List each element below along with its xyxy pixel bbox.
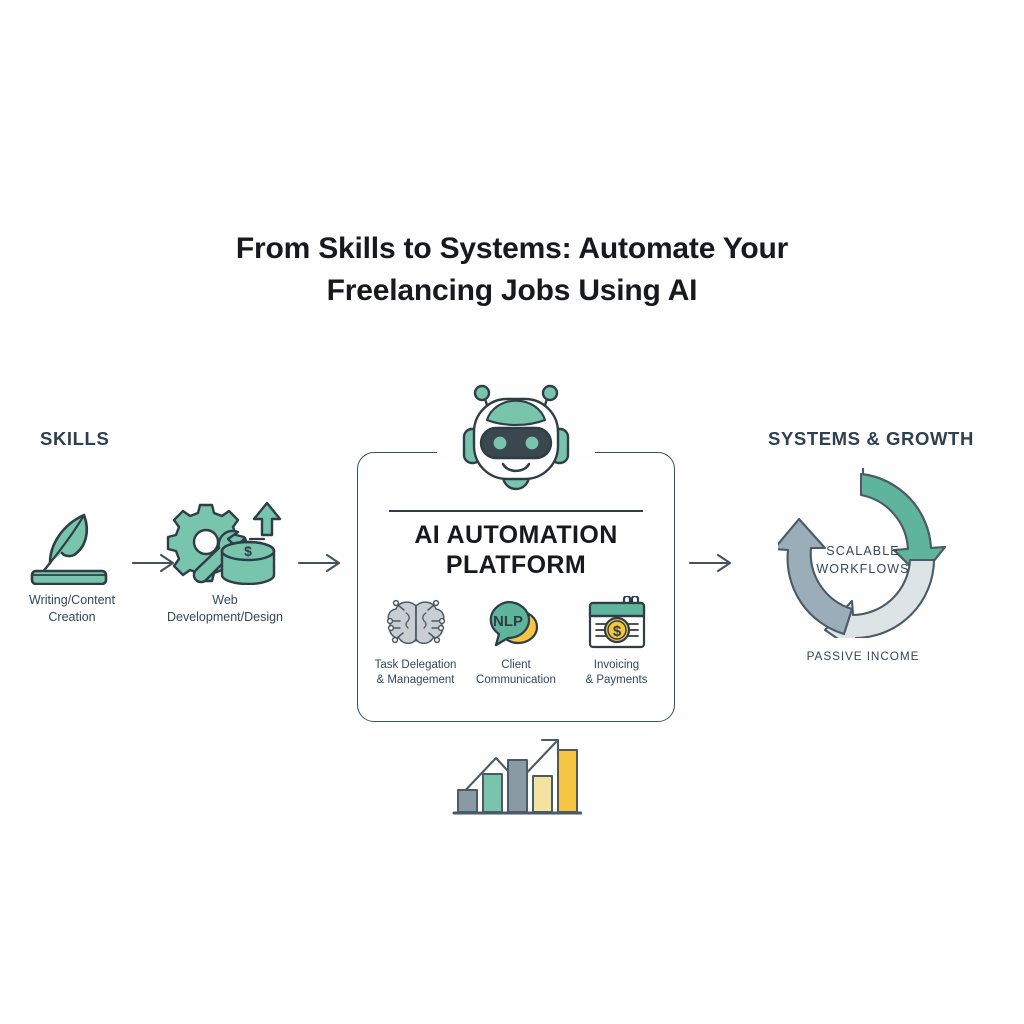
growth-bar-chart xyxy=(452,726,583,823)
feature-client-communication: NLP Client Communication xyxy=(469,596,564,688)
cycle-bottom-label: PASSIVE INCOME xyxy=(806,649,920,663)
card-title-line-2: PLATFORM xyxy=(445,551,587,579)
arrow-webdev-to-platform xyxy=(297,551,347,580)
arrow-skills-to-webdev xyxy=(131,551,181,580)
nlp-speech-bubble-icon: NLP xyxy=(480,596,552,652)
bar-4 xyxy=(532,775,553,813)
gear-wrench-coins-icon: $ xyxy=(150,500,300,585)
growth-section-heading: SYSTEMS & GROWTH xyxy=(768,428,974,449)
platform-feature-row: Task Delegation & Management NLP Client … xyxy=(368,596,664,688)
feature-client-communication-label: Client Communication xyxy=(476,659,556,686)
robot-head-icon xyxy=(437,384,595,501)
skill-item-webdev: $ Web Development/Design xyxy=(150,500,300,626)
card-title: AI AUTOMATION PLATFORM xyxy=(357,520,675,580)
feature-task-delegation: Task Delegation & Management xyxy=(368,596,463,688)
page-title-line-1: From Skills to Systems: Automate Your xyxy=(235,232,789,265)
skills-section-heading: SKILLS xyxy=(40,428,110,449)
card-title-line-1: AI AUTOMATION xyxy=(414,521,618,549)
page-title-line-2: Freelancing Jobs Using AI xyxy=(326,274,698,307)
quill-pen-icon xyxy=(0,500,147,585)
card-divider xyxy=(389,510,643,512)
feature-invoicing-payments: $ Invoicing & Payments xyxy=(569,596,664,688)
skill-item-webdev-label: Web Development/Design xyxy=(166,593,284,624)
ai-platform-card xyxy=(357,452,675,722)
bar-2 xyxy=(482,773,503,813)
bar-1 xyxy=(457,789,478,813)
page-title: From Skills to Systems: Automate Your Fr… xyxy=(0,228,1024,312)
feature-invoicing-payments-label: Invoicing & Payments xyxy=(585,659,648,686)
circular-arrows-icon xyxy=(772,460,948,654)
feature-task-delegation-label: Task Delegation & Management xyxy=(374,659,457,686)
brain-circuit-icon xyxy=(380,596,452,652)
invoice-dollar-icon: $ xyxy=(584,596,650,652)
invoice-currency-symbol: $ xyxy=(612,623,621,640)
bar-5 xyxy=(557,749,578,813)
cycle-center-label: SCALABLE WORKFLOWS xyxy=(816,544,910,576)
svg-text:$: $ xyxy=(244,543,252,559)
bar-3 xyxy=(507,759,528,813)
skill-item-writing: Writing/Content Creation xyxy=(0,500,147,626)
arrow-platform-to-growth xyxy=(688,551,738,580)
nlp-bubble-text: NLP xyxy=(493,613,523,630)
skill-item-writing-label: Writing/Content Creation xyxy=(29,593,115,624)
